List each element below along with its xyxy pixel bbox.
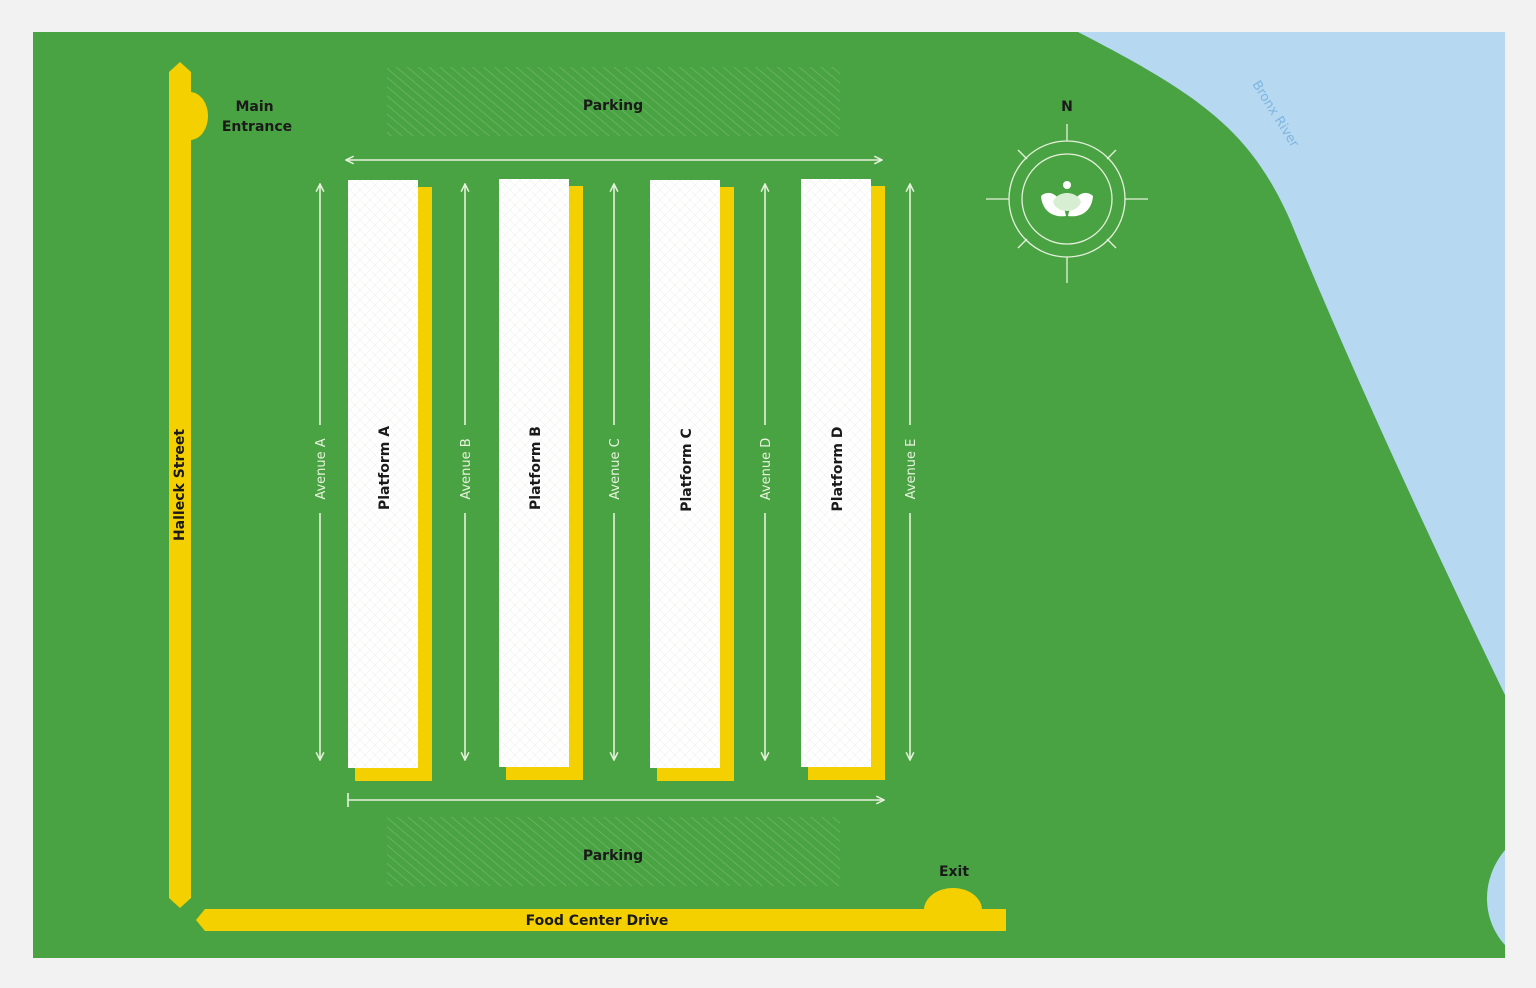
avenue-c-label: Avenue C [608,438,623,500]
avenue-a: Avenue A [314,184,329,760]
platform-d-body [801,179,871,767]
parking-top-area [387,67,840,136]
compass-tick-nw [1017,149,1028,160]
avenue-b-label: Avenue B [459,438,474,499]
platform-c-label: Platform C [679,428,695,512]
platform-b[interactable]: Platform B [499,179,583,780]
food-center-drive-road [196,909,1006,931]
compass-north-label: N [1061,99,1073,115]
avenue-b: Avenue B [459,184,474,760]
main-entrance-label: Main Entrance [222,99,292,135]
leaf-logo-icon [1041,181,1093,217]
platform-a[interactable]: Platform A [348,180,432,781]
avenue-e-label: Avenue E [904,439,919,500]
compass-rose [986,124,1148,283]
main-entrance-marker [190,92,208,140]
compass-tick-sw [1017,238,1028,249]
platform-b-body [499,179,569,767]
compass-inner-ring [1021,153,1113,245]
avenue-d-label: Avenue D [759,438,774,500]
exit-label: Exit [939,864,969,880]
parking-bottom-label: Parking [583,848,643,864]
platform-c-body [650,180,720,768]
avenue-e: Avenue E [904,184,919,760]
compass-tick-ne [1106,149,1117,160]
food-center-drive-label: Food Center Drive [526,913,669,929]
parking-top-label: Parking [583,98,643,114]
bronx-river [1078,32,1505,695]
compass-tick-se [1106,238,1117,249]
platform-c[interactable]: Platform C [650,180,734,781]
parking-bottom-area [387,817,840,886]
platform-a-body [348,180,418,768]
exit-marker [924,888,982,910]
platform-d-label: Platform D [830,427,846,512]
platform-a-label: Platform A [377,426,393,510]
platform-d[interactable]: Platform D [801,179,885,780]
halleck-street-road [169,62,191,908]
avenue-d: Avenue D [759,184,774,760]
halleck-street-label: Halleck Street [172,429,188,541]
avenue-a-label: Avenue A [314,438,329,499]
bronx-river-bay [1486,850,1505,945]
platform-b-label: Platform B [528,426,544,510]
avenue-c: Avenue C [608,184,623,760]
